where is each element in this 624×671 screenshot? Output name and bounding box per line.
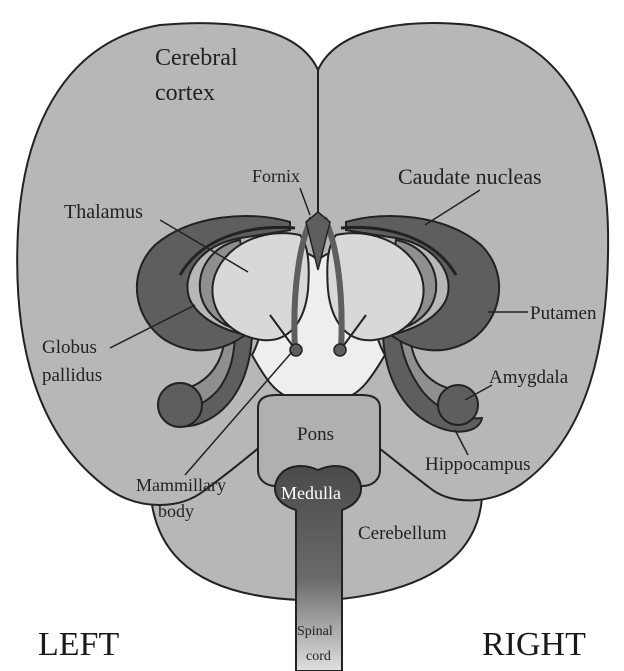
cerebral-cortex-label-2: cortex (155, 80, 215, 106)
putamen-label: Putamen (530, 303, 597, 324)
right-amygdala (438, 385, 478, 425)
spinal-cord-label-1: Spinal (297, 624, 333, 639)
fornix-label: Fornix (252, 166, 300, 186)
thalamus-label: Thalamus (64, 201, 143, 223)
cerebral-cortex-label-1: Cerebral (155, 45, 238, 71)
medulla-label: Medulla (281, 483, 341, 503)
right-mammillary-body (334, 344, 346, 356)
left-side-label: LEFT (38, 626, 119, 663)
mammillary-body-label-2: body (158, 501, 194, 521)
right-side-label: RIGHT (482, 626, 586, 663)
globus-pallidus-label-2: pallidus (42, 365, 102, 386)
left-amygdala (158, 383, 202, 427)
mammillary-body-label-1: Mammillary (136, 475, 226, 495)
spinal-cord-label-2: cord (306, 649, 331, 664)
cerebellum-label: Cerebellum (358, 523, 447, 544)
globus-pallidus-label-1: Globus (42, 337, 97, 358)
left-mammillary-body (290, 344, 302, 356)
hippocampus-label: Hippocampus (425, 454, 531, 475)
amygdala-label: Amygdala (489, 367, 569, 388)
caudate-nucleus-label: Caudate nucleas (398, 164, 542, 189)
pons-label: Pons (297, 424, 334, 445)
